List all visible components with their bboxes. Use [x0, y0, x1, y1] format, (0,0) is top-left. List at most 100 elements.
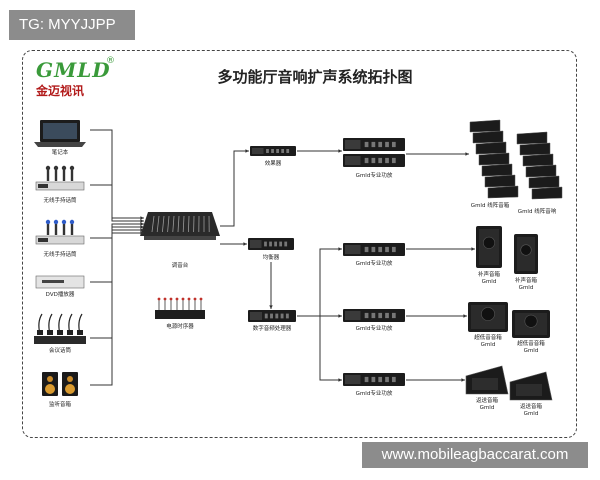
input-connector-2-arrowhead: [140, 219, 144, 223]
input-label-conference-mic: 会议话筒: [48, 348, 72, 354]
amplifier-2-icon-knob: [371, 246, 376, 253]
amplifier-1a-icon-knob: [378, 141, 383, 148]
amplifier-4-icon-knob: [391, 376, 396, 383]
amplifier-1a-icon-knob: [364, 141, 369, 148]
amplifier-2-icon-knob: [364, 246, 369, 253]
input-connector-2: [90, 184, 144, 222]
mixer-front: [144, 236, 216, 240]
dsp-label: 数字音频处理器: [252, 326, 292, 332]
dvd-player-tray: [42, 280, 64, 283]
dsp-to-amplifier-4-connector: [319, 316, 342, 381]
speaker-label-line-array-right: Gmld 线阵音响: [517, 209, 557, 215]
amplifier-1a-icon-knob: [391, 141, 396, 148]
monitor-speaker-tweeter: [47, 376, 53, 382]
brand-logo: GMLD ® 金迈视讯: [36, 56, 126, 102]
dsp-to-amplifier-2-connector: [297, 248, 342, 317]
line-array-speaker-right-icon: [525, 164, 557, 178]
brand-chinese-name: 金迈视讯: [36, 84, 85, 98]
amplifier-1a-icon-knob: [385, 141, 389, 148]
wireless-mic-1-receiver: [35, 181, 85, 191]
dsp-icon-knob: [264, 313, 268, 319]
mixer-fader: [167, 215, 170, 233]
line-array-speaker-left-icon: [484, 174, 516, 188]
input-connector-6-arrowhead: [140, 231, 144, 235]
dsp-to-amplifier-2-connector-arrowhead: [338, 247, 342, 251]
input-connector-4: [90, 226, 144, 283]
laptop-screen: [43, 123, 77, 139]
wireless-mic-1-mic-head: [69, 165, 75, 171]
power-sequencer-plug: [187, 297, 191, 301]
dsp-to-amplifier-4-connector-arrowhead: [338, 378, 342, 382]
amplifier-1b-icon-knob: [391, 157, 396, 164]
mixer-fader: [172, 215, 175, 233]
line-array-speaker-left-icon: [469, 119, 501, 133]
amplifier-1-label: Gmld专业功放: [355, 173, 393, 179]
wireless-mic-1-mic-head: [53, 165, 59, 171]
power-sequencer-plug: [199, 297, 203, 301]
amplifier-3-icon-knob: [385, 312, 389, 319]
mixer-to-equalizer-connector-arrowhead: [243, 242, 247, 246]
amplifier-3-icon-knob: [371, 312, 376, 319]
line-array-speaker-left-icon: [487, 185, 519, 199]
input-label-wireless-mic-2: 无线手持话筒: [43, 252, 77, 258]
dsp-icon-panel: [250, 312, 262, 320]
monitor-speaker-woofer: [45, 384, 55, 394]
wireless-mic-1-mic-head: [45, 165, 51, 171]
amplifier-2-label: Gmld专业功放: [355, 261, 393, 267]
amplifier-2-icon-panel: [345, 245, 361, 254]
effects-unit-icon-knob: [286, 149, 290, 153]
wireless-mic-2-mic-head: [53, 219, 59, 225]
mixer-fader: [162, 215, 165, 233]
mixer-icon: [140, 212, 220, 236]
power-sequencer-plug: [175, 297, 179, 301]
monitor-speaker-tweeter: [67, 376, 73, 382]
conference-mic-base: [34, 336, 86, 344]
dsp-icon-knob: [280, 313, 284, 319]
wireless-mic-1-mic-head: [61, 165, 67, 171]
mixer-fader: [151, 215, 155, 233]
input-label-wireless-mic-1: 无线手持话筒: [43, 198, 77, 204]
power-sequencer-plug: [157, 297, 161, 301]
equalizer-label: 均衡器: [262, 255, 280, 261]
line-array-speaker-left-icon: [481, 163, 513, 177]
equalizer-icon-knob: [284, 241, 288, 247]
effects-unit-label: 效果器: [264, 161, 282, 167]
mixer-fader: [182, 215, 185, 233]
stage-monitor-left-icon-grille: [472, 378, 498, 390]
input-connector-6: [90, 232, 144, 386]
registered-mark: ®: [106, 56, 115, 66]
input-connector-5: [90, 229, 144, 339]
amplifier-4-to-monitor-connector-arrowhead: [461, 378, 465, 382]
mixer-fader: [156, 215, 160, 233]
input-connector-1: [90, 129, 144, 219]
amplifier-4-icon-panel: [345, 375, 361, 384]
dsp-icon-knob: [275, 313, 279, 319]
input-label-laptop: 笔记本: [51, 150, 69, 156]
amplifier-4-icon-knob: [364, 376, 369, 383]
corner-tag: TG: MYYJJPP: [9, 10, 135, 40]
subwoofer-right-icon-woofer: [524, 314, 538, 328]
line-array-speaker-right-icon: [528, 175, 560, 189]
fill-speaker-left-icon-woofer: [482, 236, 496, 249]
amplifier-4-icon-knob: [385, 376, 389, 383]
conference-mic-unit: [77, 330, 83, 335]
input-label-dvd-player: DVD播放器: [45, 292, 75, 298]
input-connector-3-arrowhead: [140, 222, 144, 226]
laptop-base: [34, 142, 86, 147]
amplifier-2-icon-knob: [385, 246, 389, 253]
input-connector-5-arrowhead: [140, 228, 144, 232]
amplifier-1b-icon-knob: [385, 157, 389, 164]
conference-mic-unit: [47, 330, 53, 335]
dsp-icon-knob: [270, 313, 273, 319]
wireless-mic-2-mic-head: [61, 219, 67, 225]
effects-unit-icon-knob: [281, 149, 285, 153]
speaker-label-line-array-left: Gmld 线阵音箱: [470, 203, 510, 209]
wireless-mic-2-receiver: [35, 235, 85, 245]
wireless-mic-1-receiver-display: [38, 184, 48, 188]
power-sequencer-plug: [163, 297, 167, 301]
